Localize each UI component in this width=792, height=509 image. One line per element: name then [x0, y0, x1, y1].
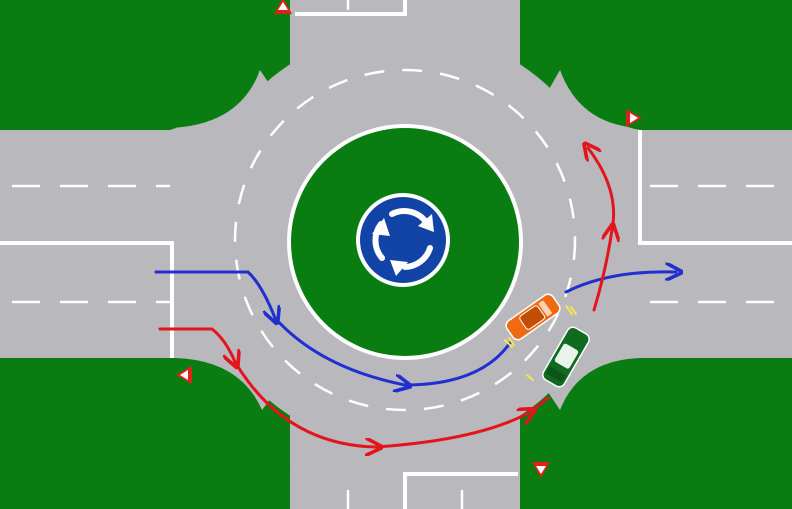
grass-corner-ne — [520, 0, 792, 130]
collision-marks — [504, 305, 577, 381]
red-route-exit-top — [588, 148, 616, 232]
flare-se — [520, 310, 640, 410]
orange-car — [505, 293, 561, 341]
blue-route-arc — [403, 341, 512, 387]
blue-route-entry — [154, 270, 275, 318]
give-way-sign-south — [532, 462, 550, 478]
west-divider-edge — [0, 241, 174, 358]
red-route — [158, 148, 616, 449]
grass-corner-sw — [0, 358, 290, 509]
blue-route-circulate — [273, 316, 405, 385]
east-divider-edge — [638, 130, 792, 245]
blue-route-exit — [564, 272, 676, 294]
red-route-circulate — [233, 360, 376, 447]
roundabout-circulation-sign-icon — [356, 193, 450, 287]
grass-corner-se — [520, 358, 792, 509]
south-stop-line — [403, 472, 518, 509]
give-way-sign-north — [274, 0, 292, 14]
lane-dashes — [12, 0, 792, 509]
give-way-sign-west — [176, 366, 192, 384]
circulating-lane-dashes — [233, 68, 577, 412]
green-car — [542, 326, 590, 388]
north-stop-line — [295, 0, 407, 16]
blue-route — [154, 270, 676, 387]
grass-corner-nw — [0, 0, 290, 130]
give-way-sign-east — [626, 109, 642, 127]
red-route-tail — [528, 396, 550, 414]
red-route-arc — [374, 412, 530, 449]
flare-ne — [520, 70, 640, 180]
red-route-exit-up — [592, 230, 612, 312]
flare-nw — [170, 70, 300, 180]
red-route-entry — [158, 327, 235, 362]
